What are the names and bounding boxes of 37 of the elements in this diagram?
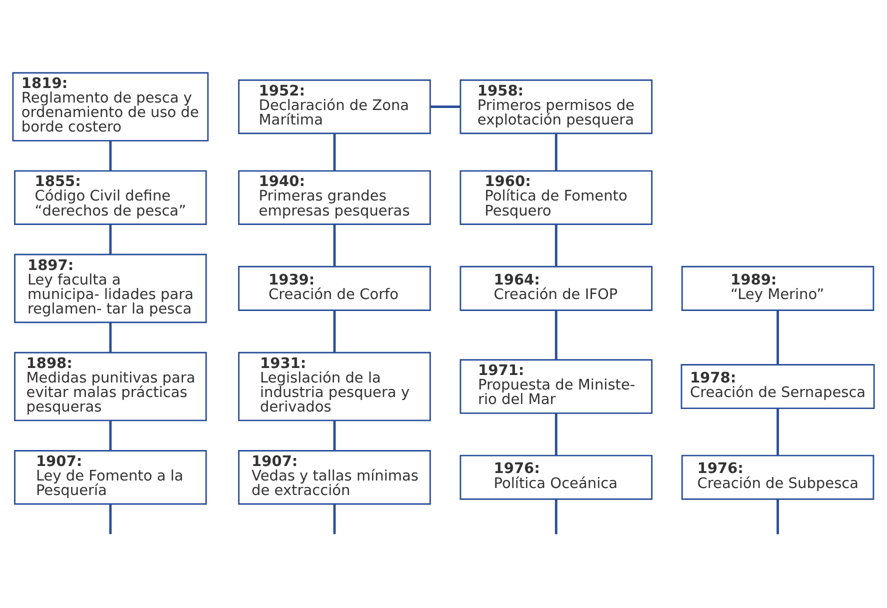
connector — [554, 499, 558, 534]
connector — [554, 310, 558, 360]
node-box: 1958: Primeros permisos de explotación pesquera — [460, 79, 653, 134]
connector — [430, 106, 460, 108]
connector — [333, 504, 336, 534]
node-box: 1971: Propuesta de Ministe- rio del Mar — [460, 359, 653, 414]
node-box: 1989: “Ley Merino” — [681, 266, 874, 311]
node-box: 1907: Ley de Fomento a la Pesquería — [14, 450, 207, 505]
node-box: 1907: Vedas y tallas mínimas de extracción — [238, 450, 431, 505]
node-box: 1931: Legislación de la industria pesquera y derivados — [238, 352, 431, 422]
node-box: 1976: Política Oceánica — [460, 454, 653, 500]
connector — [554, 413, 558, 456]
connector — [333, 310, 336, 353]
node-box: 1960: Política de Fomento Pesquero — [460, 170, 653, 225]
node-box: 1940: Primeras grandes empresas pesqueras — [238, 170, 431, 225]
connector — [554, 224, 558, 266]
connector — [333, 420, 336, 450]
connector — [109, 322, 112, 352]
connector — [109, 420, 112, 450]
connector — [333, 224, 336, 266]
connector — [109, 140, 112, 171]
node-box: 1898: Medidas punitivas para evitar malas prácticas pesqueras — [14, 352, 207, 422]
node-box: 1855: Código Civil define “derechos de pesca” — [14, 170, 207, 225]
connector — [776, 408, 779, 456]
connector — [776, 499, 779, 534]
node-box: 1819: Reglamento de pesca y ordenamiento de uso de borde costero — [12, 72, 209, 142]
node-box: 1939: Creación de Corfo — [238, 266, 431, 311]
node-box: 1964: Creación de IFOP — [460, 266, 653, 311]
connector — [554, 134, 558, 171]
connector — [776, 310, 779, 365]
connector — [333, 134, 336, 171]
node-box: 1978: Creación de Sernapesca — [680, 364, 875, 410]
connector — [109, 224, 112, 254]
node-box: 1952: Declaración de Zona Marítima — [238, 79, 431, 134]
node-box: 1976: Creación de Subpesca — [681, 454, 874, 500]
connector — [109, 504, 112, 534]
node-box: 1897: Ley faculta a municipa- lidades para reglamen- tar la pesca — [14, 254, 207, 324]
